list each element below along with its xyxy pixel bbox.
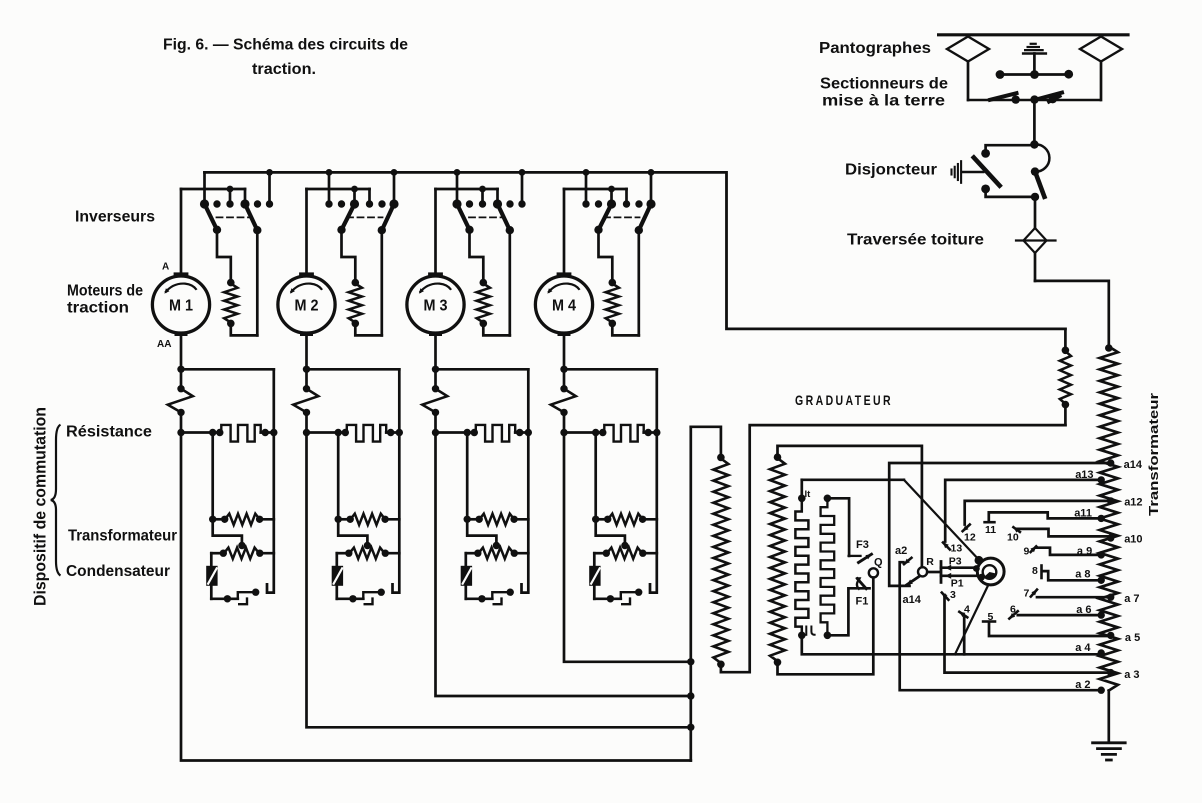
svg-text:Sectionneurs de: Sectionneurs de	[820, 76, 948, 93]
svg-text:a 8: a 8	[1075, 569, 1090, 581]
svg-text:a13: a13	[1075, 469, 1093, 481]
svg-text:F1: F1	[856, 596, 869, 608]
svg-text:7: 7	[1024, 588, 1030, 600]
svg-text:12: 12	[964, 532, 976, 544]
svg-text:a 3: a 3	[1124, 669, 1139, 681]
svg-text:Fig. 6. — Schéma des circuits: Fig. 6. — Schéma des circuits de	[163, 37, 408, 54]
svg-text:GRADUATEUR: GRADUATEUR	[795, 392, 893, 408]
svg-text:Q: Q	[874, 557, 883, 569]
svg-text:M 4: M 4	[552, 298, 576, 315]
svg-text:8: 8	[1032, 565, 1038, 577]
svg-text:A: A	[162, 262, 169, 273]
svg-text:Pantographes: Pantographes	[819, 40, 931, 57]
svg-text:3: 3	[950, 589, 956, 601]
svg-text:M 2: M 2	[295, 298, 319, 315]
svg-text:AA: AA	[157, 339, 171, 350]
svg-text:13: 13	[951, 543, 963, 555]
svg-text:Dispositif de commutation: Dispositif de commutation	[31, 407, 50, 606]
svg-text:P1: P1	[951, 578, 964, 590]
svg-text:4: 4	[964, 603, 970, 615]
svg-text:M 1: M 1	[169, 298, 193, 315]
svg-text:Transformateur: Transformateur	[1147, 393, 1161, 516]
svg-text:R: R	[926, 556, 934, 568]
svg-text:Résistance: Résistance	[66, 424, 152, 441]
svg-text:Condensateur: Condensateur	[66, 563, 170, 580]
svg-text:a 4: a 4	[1075, 642, 1091, 654]
svg-text:Inverseurs: Inverseurs	[75, 209, 155, 226]
svg-text:5: 5	[988, 611, 994, 623]
svg-text:a 5: a 5	[1125, 632, 1140, 644]
svg-text:a 2: a 2	[1075, 679, 1090, 691]
svg-text:11: 11	[985, 524, 996, 536]
svg-text:10: 10	[1007, 532, 1019, 544]
svg-text:mise à la terre: mise à la terre	[822, 93, 945, 110]
svg-text:6: 6	[1010, 603, 1016, 615]
svg-text:M 3: M 3	[424, 298, 448, 315]
svg-text:a11: a11	[1074, 508, 1092, 520]
svg-text:a14: a14	[1124, 459, 1143, 471]
svg-text:It: It	[805, 489, 812, 500]
svg-text:P3: P3	[949, 556, 962, 568]
svg-text:traction.: traction.	[252, 61, 316, 78]
svg-text:Disjoncteur: Disjoncteur	[845, 162, 937, 179]
svg-text:a10: a10	[1124, 534, 1142, 546]
svg-text:traction: traction	[67, 300, 129, 317]
svg-text:a12: a12	[1124, 497, 1142, 509]
svg-text:F3: F3	[856, 539, 869, 551]
svg-text:Traversée toiture: Traversée toiture	[847, 232, 984, 249]
svg-text:a14: a14	[903, 594, 922, 606]
svg-text:a 6: a 6	[1076, 604, 1091, 616]
svg-text:Moteurs de: Moteurs de	[67, 283, 143, 300]
svg-text:a2: a2	[895, 545, 907, 557]
svg-text:9: 9	[1024, 546, 1030, 558]
svg-text:a 7: a 7	[1124, 593, 1139, 605]
svg-text:Transformateur: Transformateur	[68, 528, 177, 545]
